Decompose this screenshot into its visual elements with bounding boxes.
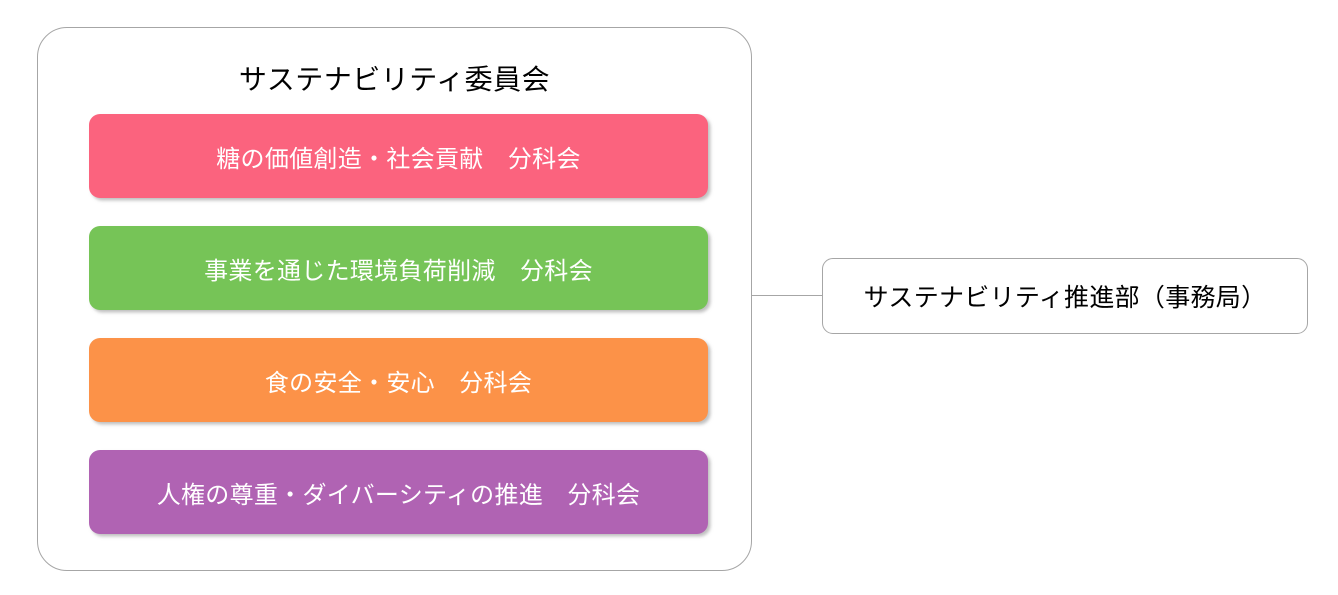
- subcommittee-box-value-creation: 糖の価値創造・社会貢献 分科会: [89, 114, 708, 198]
- subcommittee-box-food-safety: 食の安全・安心 分科会: [89, 338, 708, 422]
- committee-title: サステナビリティ委員会: [238, 64, 551, 95]
- secretariat-label: サステナビリティ推進部（事務局）: [863, 284, 1267, 312]
- connector-line-committee-to-secretariat: [752, 295, 823, 296]
- subcommittee-box-environmental-load-reduction: 事業を通じた環境負荷削減 分科会: [89, 226, 708, 310]
- subcommittee-label: 食の安全・安心 分科会: [264, 369, 533, 397]
- committee-container: サステナビリティ委員会 糖の価値創造・社会貢献 分科会 事業を通じた環境負荷削減…: [37, 27, 752, 571]
- subcommittee-label: 事業を通じた環境負荷削減 分科会: [204, 257, 593, 285]
- subcommittee-label: 糖の価値創造・社会貢献 分科会: [216, 145, 581, 173]
- subcommittee-label: 人権の尊重・ダイバーシティの推進 分科会: [156, 481, 641, 509]
- secretariat-box: サステナビリティ推進部（事務局）: [822, 258, 1308, 334]
- subcommittee-box-human-rights-diversity: 人権の尊重・ダイバーシティの推進 分科会: [89, 450, 708, 534]
